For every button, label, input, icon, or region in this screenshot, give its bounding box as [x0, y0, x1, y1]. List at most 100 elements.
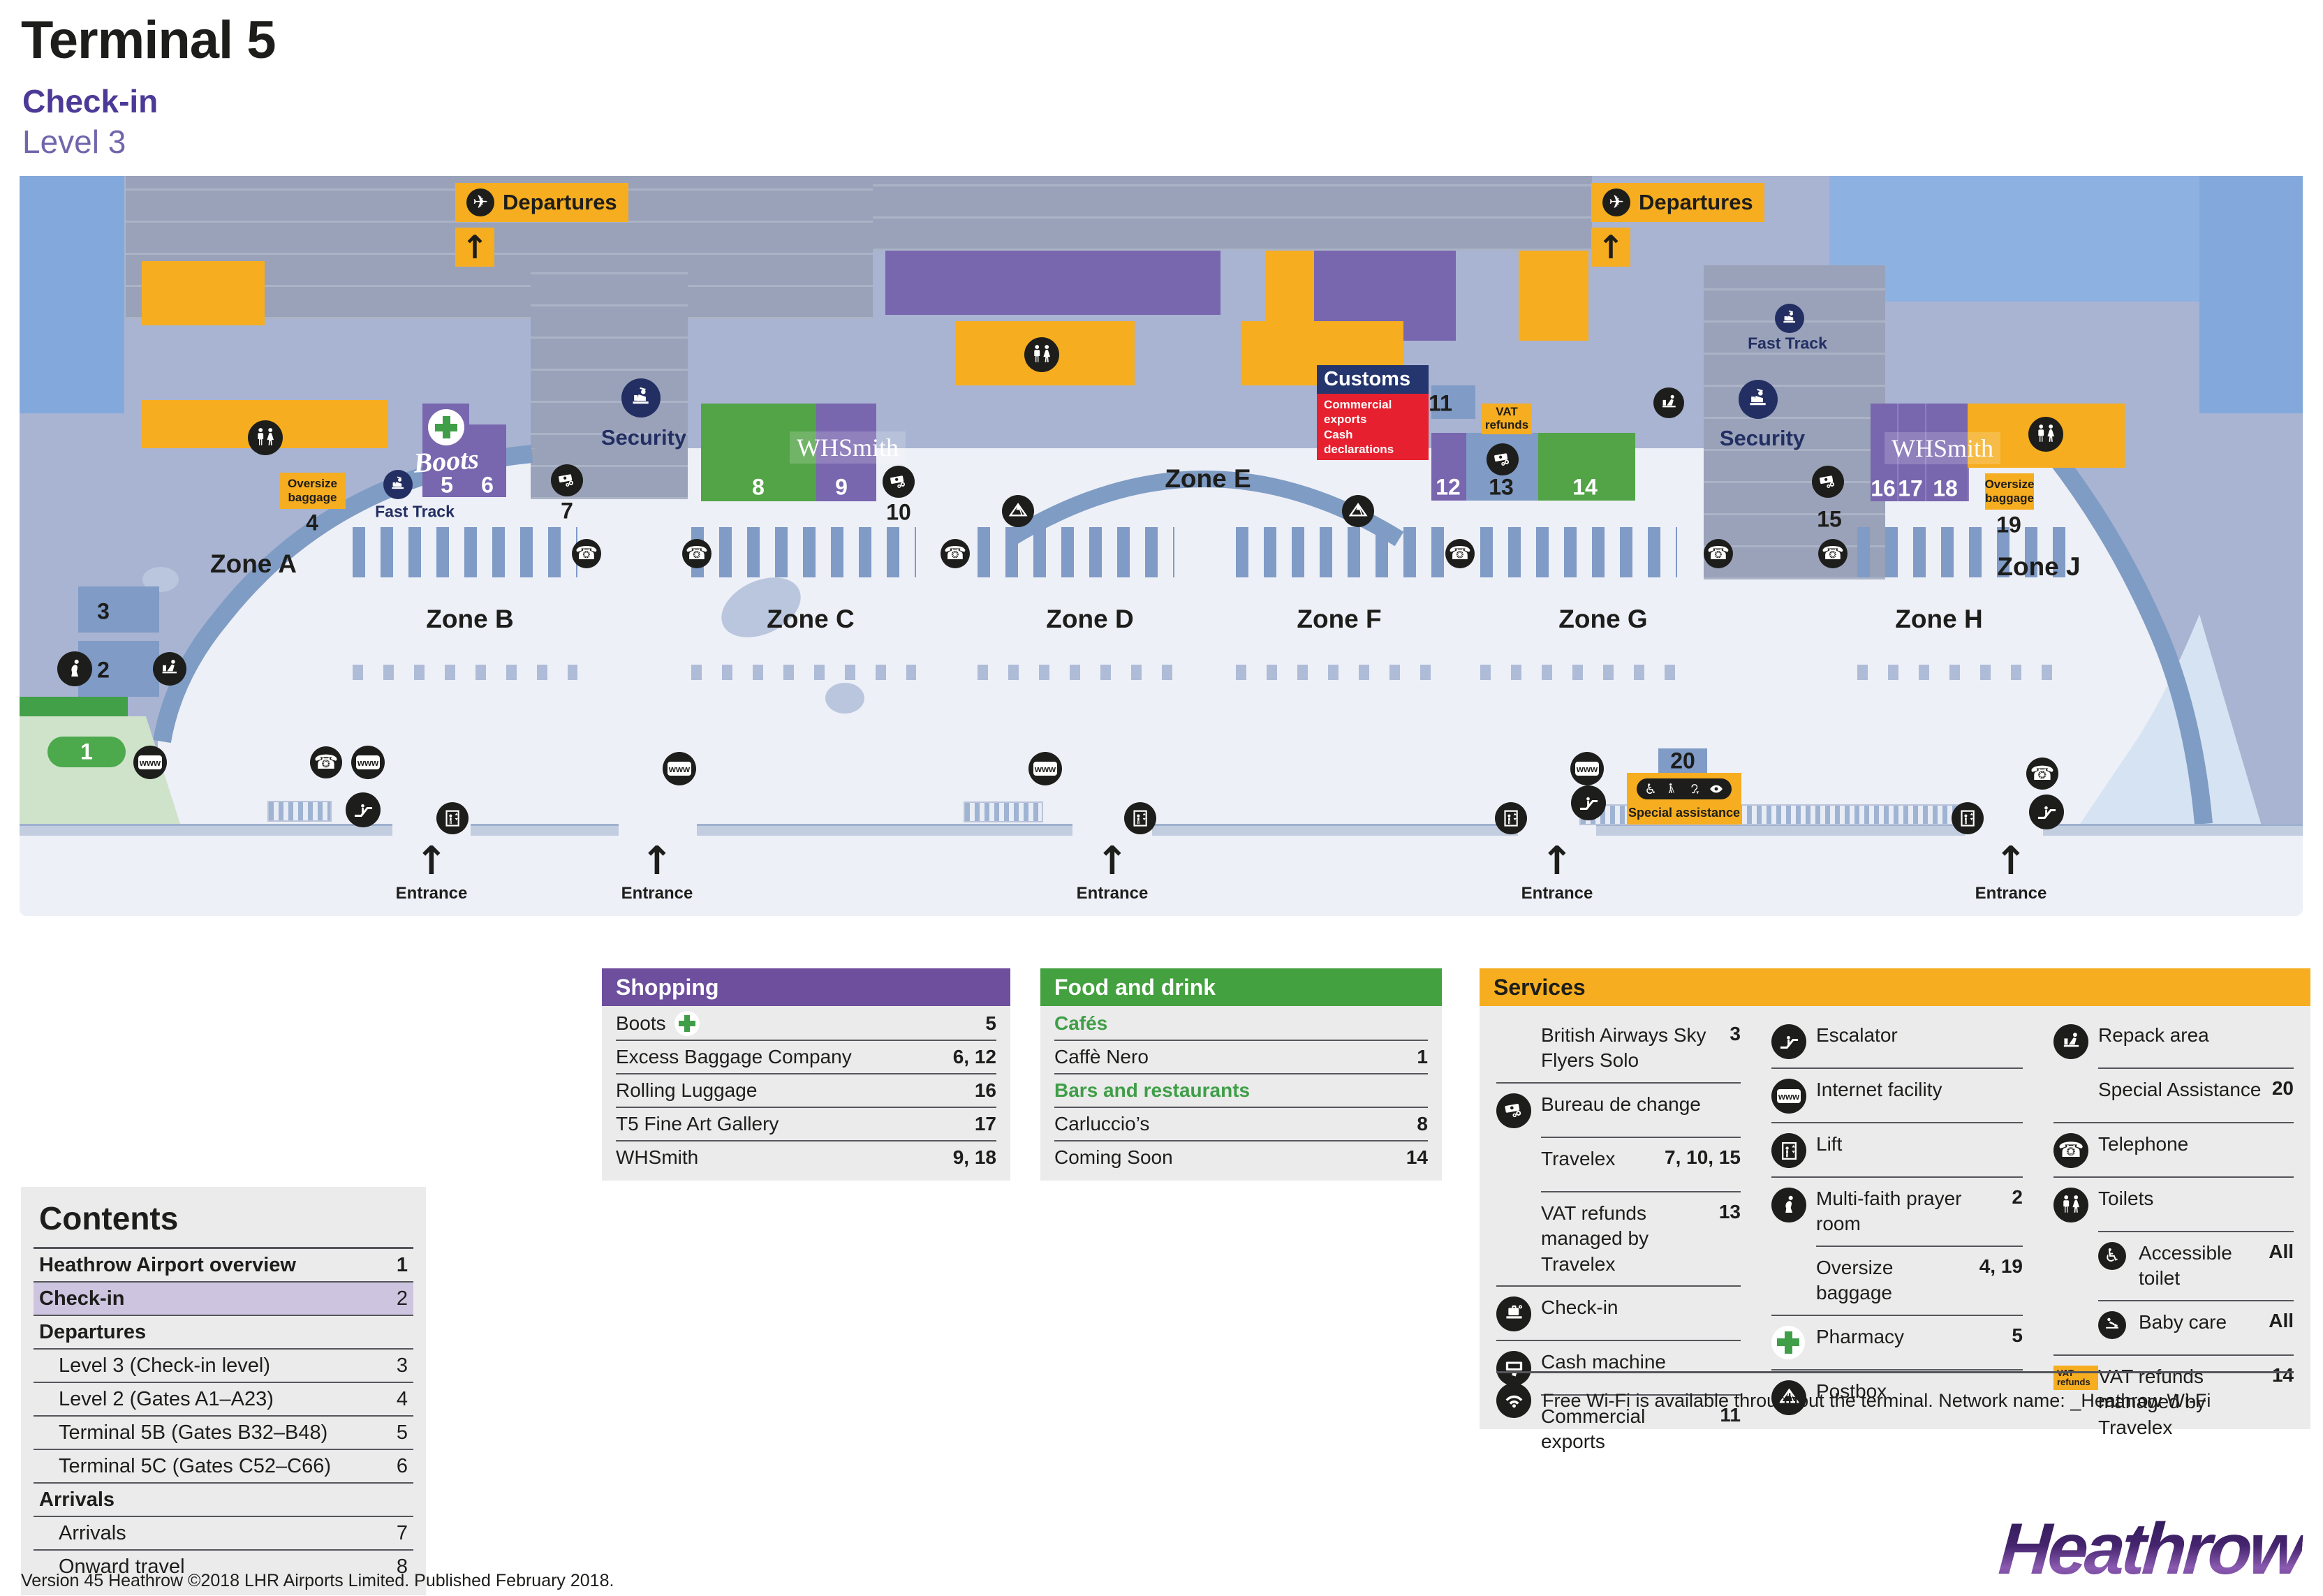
wall-segment — [697, 824, 1072, 836]
checkin-desks-zone-f — [1236, 527, 1447, 577]
fast-track-icon — [1775, 304, 1804, 333]
internet-icon: www — [1028, 752, 1062, 785]
map-number-10: 10 — [886, 499, 911, 525]
checkin-desks-zone-b — [353, 527, 577, 577]
map-block-11 — [1431, 385, 1475, 419]
internet-icon: www — [663, 752, 696, 785]
map-whsmith-block-16-18 — [1871, 404, 1969, 501]
page-subtitle: Check-in — [22, 83, 158, 119]
map-block-14 — [1538, 433, 1635, 501]
list-item: VAT refunds VAT refunds managed by Trave… — [2053, 1354, 2294, 1449]
telephone-icon: ☎ — [2053, 1133, 2088, 1168]
map-block-3 — [78, 586, 159, 633]
list-item: Check-in — [1496, 1285, 1741, 1340]
services-column-2: Escalator www Internet facility Lift Mul… — [1771, 1014, 2023, 1424]
pharmacy-cross-icon — [1771, 1325, 1805, 1359]
list-item: T5 Fine Art Gallery 17 — [616, 1108, 996, 1141]
contents-item-terminal5b[interactable]: Terminal 5B (Gates B32–B48)5 — [34, 1417, 413, 1450]
list-item: Repack area — [2053, 1014, 2294, 1067]
checkin-desks-zone-d — [978, 527, 1174, 577]
wall-segment — [471, 824, 619, 836]
map-number-1: 1 — [80, 739, 93, 764]
cafes-subheading: Cafés — [1054, 1007, 1428, 1041]
list-item: WHSmith 9, 18 — [616, 1146, 996, 1168]
map-block-divider-2 — [1925, 404, 1926, 501]
map-security-area-left — [531, 269, 688, 499]
escalator-icon — [346, 792, 381, 827]
map-number-9: 9 — [835, 474, 848, 500]
contents-section-arrivals: Arrivals — [34, 1484, 413, 1517]
repack-area-icon — [1653, 387, 1684, 418]
telephone-icon: ☎ — [310, 746, 342, 778]
map-corner-topright — [2199, 176, 2303, 413]
departures-label: Departures — [1639, 190, 1753, 214]
wheelchair-icon: ♿ — [1644, 781, 1658, 797]
wall-segment — [1596, 824, 1965, 836]
telephone-icon: ☎ — [1704, 539, 1733, 568]
wall-segment — [2043, 824, 2303, 836]
list-item: Commercial exports 11 — [1541, 1394, 1741, 1463]
list-item: VAT refunds managed by Travelex 13 — [1541, 1190, 1741, 1285]
entrance-label: Entrance — [1076, 884, 1149, 903]
map-number-17: 17 — [1898, 475, 1923, 501]
telephone-icon: ☎ — [941, 539, 970, 568]
list-item: Carluccio’s 8 — [1054, 1108, 1428, 1141]
zone-f-label: Zone F — [1297, 605, 1382, 633]
map-number-4: 4 — [306, 510, 318, 535]
bars-subheading: Bars and restaurants — [1054, 1074, 1428, 1108]
map-store-block-amber-3 — [142, 261, 265, 325]
list-item: Baby care All — [2098, 1299, 2294, 1354]
entrance-label: Entrance — [395, 884, 468, 903]
lift-icon — [436, 802, 469, 834]
telephone-icon: ☎ — [1445, 539, 1475, 568]
zone-j-label: Zone J — [1997, 552, 2081, 581]
map-number-19: 19 — [1996, 512, 2021, 538]
zone-d-label: Zone D — [1046, 605, 1134, 633]
cane-person-icon — [1665, 782, 1679, 796]
entrance-label: Entrance — [1975, 884, 2047, 903]
map-whsmith-block-9 — [816, 404, 876, 501]
telephone-icon: ☎ — [682, 539, 711, 568]
shopping-panel: Shopping Boots 5 Excess Baggage Company … — [602, 968, 1010, 1181]
contents-item-terminal5c[interactable]: Terminal 5C (Gates C52–C66)6 — [34, 1450, 413, 1484]
food-panel-title: Food and drink — [1040, 968, 1442, 1006]
contents-item-level3[interactable]: Level 3 (Check-in level)3 — [34, 1350, 413, 1383]
vision-icon — [1709, 781, 1724, 797]
internet-icon: www — [351, 746, 385, 779]
customs-box: Customs Commercial exports Cash declarat… — [1317, 365, 1429, 460]
whsmith-logo: WHSmith — [1884, 432, 2001, 464]
list-item: Boots 5 — [616, 1007, 996, 1041]
desk-dashes-zone-h — [1857, 665, 2067, 680]
map-number-11: 11 — [1429, 390, 1452, 416]
map-block-divider-1 — [1897, 404, 1898, 501]
lift-icon — [1952, 802, 1984, 834]
customs-line-2: Cash declarations — [1324, 427, 1394, 456]
map-block-20 — [1658, 748, 1707, 774]
entrance-arrow-icon: ↑ — [1540, 838, 1574, 884]
fast-track-icon — [383, 470, 413, 499]
map-number-5: 5 — [441, 472, 453, 498]
list-item: Travelex 7, 10, 15 — [1541, 1136, 1741, 1191]
bureau-de-change-icon — [883, 466, 915, 498]
heathrow-logo: Heathrow — [1996, 1509, 2306, 1590]
map-number-12: 12 — [1436, 474, 1461, 500]
food-drink-panel: Food and drink Cafés Caffè Nero 1 Bars a… — [1040, 968, 1442, 1181]
repack-area-icon — [2053, 1024, 2088, 1059]
vat-refunds-map-label: VAT refunds — [1482, 404, 1532, 434]
toilets-icon — [2053, 1188, 2088, 1222]
telephone-icon: ☎ — [572, 539, 601, 568]
hearing-icon — [1687, 782, 1701, 796]
special-assistance-icons: ♿ — [1637, 778, 1732, 799]
list-item: www Internet facility — [1771, 1067, 2023, 1122]
contents-item-level2[interactable]: Level 2 (Gates A1–A23)4 — [34, 1383, 413, 1417]
list-item: British Airways Sky Flyers Solo 3 — [1541, 1023, 1741, 1072]
list-item: Toilets — [2053, 1176, 2294, 1231]
map-store-block-amber-2 — [1519, 251, 1588, 341]
map-cafe-pill — [47, 737, 126, 767]
departures-plane-icon: ✈ — [466, 189, 494, 216]
list-item: Postbox — [1771, 1368, 2023, 1424]
